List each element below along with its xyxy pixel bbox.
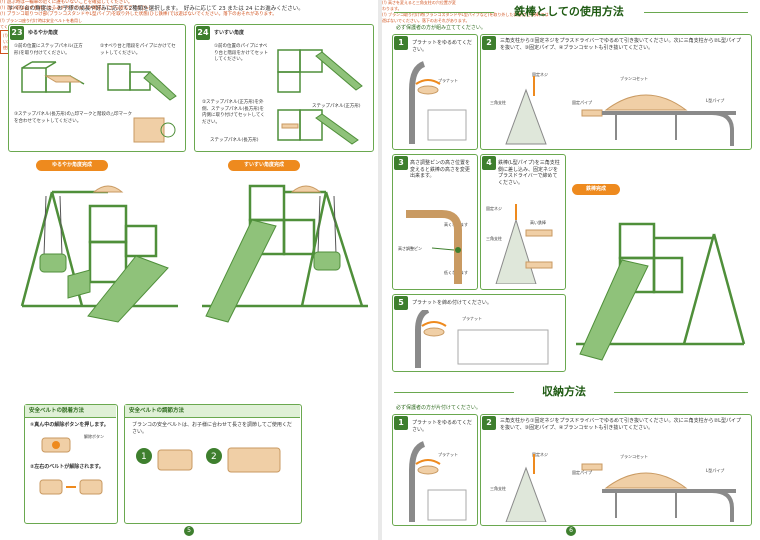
storage-rule-left xyxy=(394,392,514,393)
step-24-label-rect: ステップパネル(長方形) xyxy=(210,138,259,143)
storage-step-2-label-fixed-pipe: 固定パイプ xyxy=(572,470,592,475)
bar-step-4-label-high: 高い鉄棒 xyxy=(530,220,546,225)
gentle-angle-completed-playset xyxy=(20,185,178,323)
bar-step-5-label: プラナット xyxy=(462,316,482,321)
belt-adjust-description: ブランコの安全ベルトは、お子様に合わせて長さを調節してご使用ください。 xyxy=(132,422,292,435)
storage-step-1-number: 1 xyxy=(394,416,408,430)
release-button-label: 解除ボタン xyxy=(84,434,104,439)
step-23-number: 23 xyxy=(10,26,24,40)
svg-text:1: 1 xyxy=(141,452,147,462)
buckle-illustration-2 xyxy=(39,479,103,495)
bar-step-2-label-l-pipe: L型パイプ xyxy=(706,98,725,103)
banner-rule-right xyxy=(644,12,748,13)
belt-adjust-illustration: 1 2 xyxy=(136,447,281,473)
storage-step-1-text: プラナットをゆるめてください。 xyxy=(412,420,472,433)
warning-3: (!) ブランコ取りつけ部(ブランコスタンドやL型パイプ)を取り外した状態(ひじ… xyxy=(0,12,277,17)
bar-step-4-label-screw: 固定ネジ xyxy=(486,206,502,211)
bar-step-2-text: 三角支柱から①固定ネジをプラスドライバーでゆるめて引き抜いてください。次に三角支… xyxy=(500,38,741,51)
bar-step-1-label: プラナット xyxy=(438,78,458,83)
bar-step-3-pin-illustration xyxy=(406,210,462,284)
bar-step-3-note: (!) 高さを変えると三角支柱の穴位置が変わります。 xyxy=(382,0,456,11)
bar-step-2-label-swing-set: ブランコセット xyxy=(620,76,648,81)
bar-step-1-nut-illustration xyxy=(409,61,467,144)
storage-step-2-label-screw: 固定ネジ xyxy=(532,452,548,457)
svg-text:2: 2 xyxy=(211,452,217,462)
step-24-label-square: ステップパネル(正方形) xyxy=(312,104,361,109)
storage-step-1-nut-illustration xyxy=(409,441,467,522)
storage-banner: 収納方法 xyxy=(542,385,586,398)
bar-step-3-box xyxy=(392,154,478,290)
step-23-title: ゆるやか角度 xyxy=(28,30,59,36)
step-24-slide-illustration xyxy=(277,49,363,93)
buckle-illustration-1 xyxy=(41,437,71,453)
storage-step-2-disassembly-illustration xyxy=(505,454,736,522)
step-24-instruction-1: ①前の位置のパイプにすべり台と階段をかけてセットしてください。 xyxy=(214,44,268,62)
storage-step-2-number: 2 xyxy=(482,416,496,430)
bar-step-4-number: 4 xyxy=(482,156,496,170)
bar-step-2-number: 2 xyxy=(482,36,496,50)
bar-step-1-text: プラナットをゆるめてください。 xyxy=(412,40,472,53)
right-page: 鉄棒としての使用方法 必ず保護者の方が組み立ててください。 1 プラナットをゆる… xyxy=(382,0,760,540)
belt-release-step-2: ②左右のベルトが解除されます。 xyxy=(30,464,104,470)
bar-step-3-text: 高さ調整ピンの高さ位置を変えると鉄棒の高さを変更出来ます。 xyxy=(410,160,471,179)
page-gutter xyxy=(378,0,382,540)
warning-1: (!) 遊ぶ時は一輪車の近くに誰もいないことを確認してください。 xyxy=(0,0,133,5)
bar-step-4-label-triangle: 三角支柱 xyxy=(486,236,502,241)
step-23-frame-illustration xyxy=(21,61,85,93)
bar-step-4-text: 鉄棒(L型パイプ)を三角支柱側に差し込み、固定ネジをプラスドライバーで締めてくだ… xyxy=(498,160,560,186)
step-23-complete-badge: ゆるやか角度完成 xyxy=(36,160,108,171)
left-page: すべり台の角度は、お子様の成長や好みに応じて2種類を選択します。 好みに応じて … xyxy=(0,0,378,540)
step-23-slide-illustration xyxy=(107,63,177,101)
horizontal-bar-usage-banner: 鉄棒としての使用方法 xyxy=(514,5,624,18)
intro-text: すべり台の角度は、お子様の成長や好みに応じて2種類を選択します。 好みに応じて … xyxy=(8,6,304,12)
belt-release-step-1: ①真ん中の解除ボタンを押します。 xyxy=(30,422,109,428)
step-23-instruction-2: ②すべり台と階段をパイプにかけてセットしてください。 xyxy=(100,44,176,56)
storage-step-2-text: 三角支柱から①固定ネジをプラスドライバーでゆるめて引き抜いてください。次に三角支… xyxy=(500,418,741,431)
bar-step-2-label-fixed-pipe: 固定パイプ xyxy=(572,100,592,105)
steep-angle-completed-playset xyxy=(202,184,368,323)
storage-step-2-label-triangle: 三角支柱 xyxy=(490,486,506,491)
bar-complete-note: (!) ブランコ取り付け時(ブランコスタンドやL型パイプなど)を取り外した状態(… xyxy=(382,12,549,23)
belt-adjust-title: 安全ベルトの調節方法 xyxy=(125,405,300,418)
banner-rule-left xyxy=(394,12,494,13)
bar-step-1-number: 1 xyxy=(394,36,408,50)
bar-step-2-disassembly-illustration xyxy=(505,76,736,146)
storage-rule-right xyxy=(614,392,748,393)
step-24-number: 24 xyxy=(196,26,210,40)
belt-release-title: 安全ベルトの脱着方法 xyxy=(25,405,116,418)
storage-step-1-box xyxy=(392,414,478,526)
warning-2: (!) 遊ぶ前は必ず金具にゆるみやガタがないか確認してから遊んでください。 xyxy=(0,6,155,11)
horizontal-bar-completed-playset xyxy=(576,222,746,361)
bar-step-2-label-screw: 固定ネジ xyxy=(532,72,548,77)
bar-step-2-label-triangle: 三角支柱 xyxy=(490,100,506,105)
assembly-notice: 必ず保護者の方が組み立ててください。 xyxy=(396,25,486,31)
step-24-title: すいすい角度 xyxy=(214,30,245,36)
bar-complete-badge: 鉄棒完成 xyxy=(572,184,620,195)
bar-step-4-insert-illustration xyxy=(495,204,553,284)
step-23-instruction-3: ③ステップパネル(長方形)の△印マークと階段の△印マークを合わせてセットしてくだ… xyxy=(14,112,132,124)
step-24-complete-badge: すいすい角度完成 xyxy=(228,160,300,171)
step-24-panel-illustration xyxy=(277,109,359,145)
step-23-instruction-1: ①前の位置にステップパネル(正方形)を取り付けてください。 xyxy=(14,44,83,56)
bar-step-5-number: 5 xyxy=(394,296,408,310)
bar-step-5-text: プラナットを締め付けてください。 xyxy=(412,300,492,306)
belt-release-box xyxy=(24,404,118,524)
bar-step-5-nut-illustration xyxy=(415,310,549,368)
bar-step-3-number: 3 xyxy=(394,156,408,170)
storage-step-2-label-swing-set: ブランコセット xyxy=(620,454,648,459)
bar-step-3-label-pin: 高さ調整ピン xyxy=(398,246,422,251)
page-number-6: 6 xyxy=(566,526,576,536)
storage-step-1-label: プラナット xyxy=(438,452,458,457)
step-23-panel-illustration xyxy=(133,117,176,143)
storage-notice: 必ず保護者の方が片付けてください。 xyxy=(396,405,481,411)
step-24-instruction-2: ②ステップパネル(正方形)を外側、ステップパネル(長方形)を内側に取り付けてセッ… xyxy=(202,100,265,125)
page-number-5: 5 xyxy=(184,526,194,536)
storage-step-2-label-l-pipe: L型パイプ xyxy=(706,468,725,473)
